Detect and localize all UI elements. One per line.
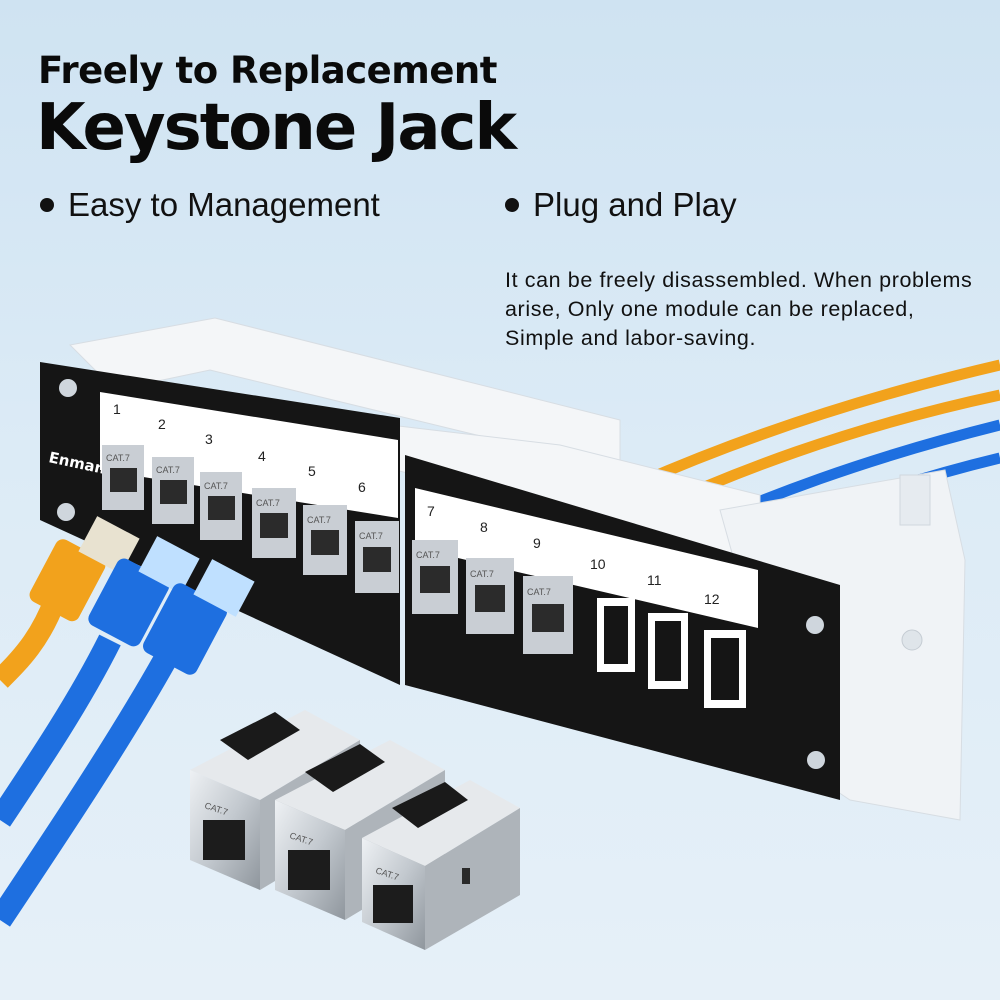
port-number-5: 5	[308, 463, 316, 479]
bullet-dot-icon	[505, 198, 519, 212]
port-number-9: 9	[533, 535, 541, 551]
port-number-10: 10	[590, 556, 606, 572]
jack-3: CAT.7	[200, 472, 242, 540]
svg-text:CAT.7: CAT.7	[527, 587, 551, 597]
bullet-dot-icon	[40, 198, 54, 212]
svg-text:CAT.7: CAT.7	[106, 453, 130, 463]
port-number-11: 11	[647, 572, 662, 588]
wall-mount-bracket	[68, 317, 966, 821]
svg-text:CAT.7: CAT.7	[307, 515, 331, 525]
svg-text:CAT.7: CAT.7	[204, 481, 228, 491]
port-number-12: 12	[704, 591, 720, 607]
jack-7: CAT.7	[412, 540, 458, 614]
loose-jack-3: CAT.7	[362, 780, 520, 950]
svg-text:CAT.7: CAT.7	[359, 531, 383, 541]
port-number-3: 3	[205, 431, 213, 447]
svg-text:CAT.7: CAT.7	[416, 550, 440, 560]
bullet-text: Plug and Play	[533, 186, 737, 223]
port-numbers: 1 2 3 4 5 6 7 8 9 10 11 12	[113, 401, 720, 607]
description: It can be freely disassembled. When prob…	[505, 268, 973, 350]
port-number-2: 2	[158, 416, 166, 432]
port-number-4: 4	[258, 448, 266, 464]
cables-front	[0, 516, 255, 927]
jack-8: CAT.7	[466, 558, 514, 634]
headline-line-1: Freely to Replacement	[38, 49, 497, 92]
svg-text:CAT.7: CAT.7	[256, 498, 280, 508]
svg-text:CAT.7: CAT.7	[156, 465, 180, 475]
empty-slot-10	[597, 598, 635, 672]
port-number-1: 1	[113, 401, 121, 417]
bullet-plug-and-play: Plug and Play	[505, 186, 737, 224]
svg-text:CAT.7: CAT.7	[470, 569, 494, 579]
empty-slot-11	[648, 613, 688, 689]
bullet-easy-management: Easy to Management	[40, 186, 380, 224]
bullet-text: Easy to Management	[68, 186, 380, 223]
jack-5: CAT.7	[303, 505, 347, 575]
port-number-6: 6	[358, 479, 366, 495]
loose-keystone-jacks: CAT.7 CAT.7 CAT.7	[190, 710, 520, 950]
empty-slot-12	[704, 630, 746, 708]
port-number-8: 8	[480, 519, 488, 535]
jack-9: CAT.7	[523, 576, 573, 654]
jack-1: CAT.7	[102, 445, 144, 510]
panel-jacks: CAT.7 CAT.7 CAT.7 CAT.7 CAT.7 CAT.7 CAT.…	[102, 445, 746, 708]
jack-4: CAT.7	[252, 488, 296, 558]
headline-line-2: Keystone Jack	[36, 91, 517, 165]
port-number-7: 7	[427, 503, 435, 519]
jack-2: CAT.7	[152, 457, 194, 524]
jack-6: CAT.7	[355, 521, 399, 593]
